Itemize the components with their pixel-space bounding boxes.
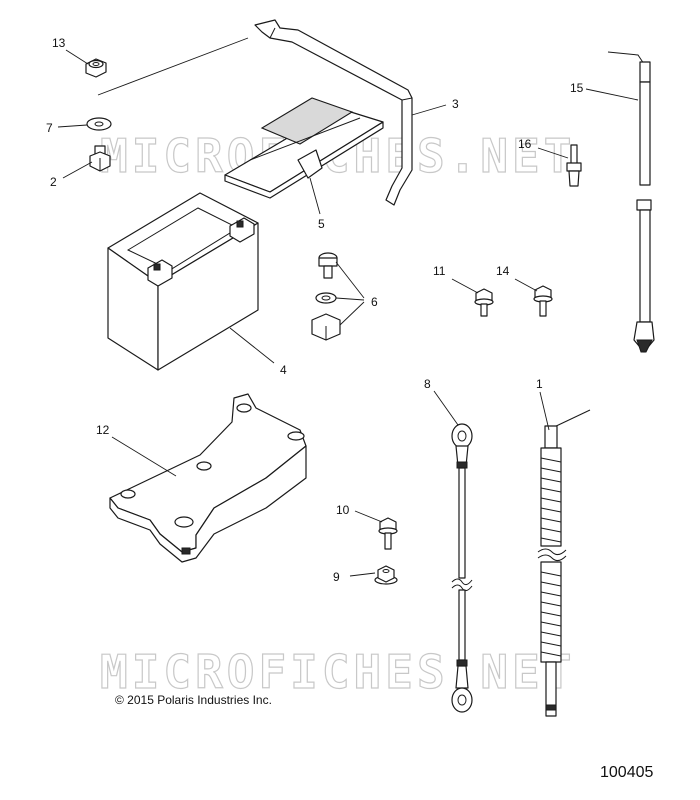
callout-3: 3 — [452, 97, 459, 111]
callout-5: 5 — [318, 217, 325, 231]
callout-6: 6 — [371, 295, 378, 309]
part-9-flange-nut — [374, 565, 398, 585]
callout-10: 10 — [336, 503, 350, 517]
callout-8: 8 — [424, 377, 431, 391]
callout-15: 15 — [570, 81, 584, 95]
part-5-battery-tray-plate — [224, 97, 384, 199]
callout-13: 13 — [52, 36, 66, 50]
callout-12: 12 — [96, 423, 110, 437]
callout-9: 9 — [333, 570, 340, 584]
callout-16: 16 — [518, 137, 532, 151]
figure-number: 100405 — [600, 764, 654, 781]
callout-11: 11 — [433, 264, 446, 278]
part-16-terminal-stud — [566, 144, 582, 187]
callout-4: 4 — [280, 363, 287, 377]
part-1-cable-with-sleeve — [537, 409, 591, 717]
part-14-flange-bolt — [533, 285, 553, 317]
part-2-bolt — [89, 145, 111, 172]
part-8-cable — [451, 423, 473, 713]
part-10-flange-bolt — [378, 517, 398, 550]
callout-7: 7 — [46, 121, 53, 135]
part-7-washer — [86, 117, 112, 131]
part-6-bolt-washer-block — [311, 252, 341, 341]
callout-14: 14 — [496, 264, 510, 278]
part-3-hold-down-bracket — [254, 19, 413, 206]
watermark-bottom: MICROFICHES.NET — [100, 645, 575, 699]
part-13-nut — [85, 58, 107, 78]
callout-1: 1 — [536, 377, 543, 391]
part-12-battery-bracket — [109, 393, 307, 563]
copyright-text: © 2015 Polaris Industries Inc. — [115, 693, 272, 707]
part-11-flange-bolt — [474, 288, 494, 317]
callout-2: 2 — [50, 175, 57, 189]
part-15-vent-tube — [607, 51, 655, 353]
part-4-battery — [107, 192, 259, 371]
